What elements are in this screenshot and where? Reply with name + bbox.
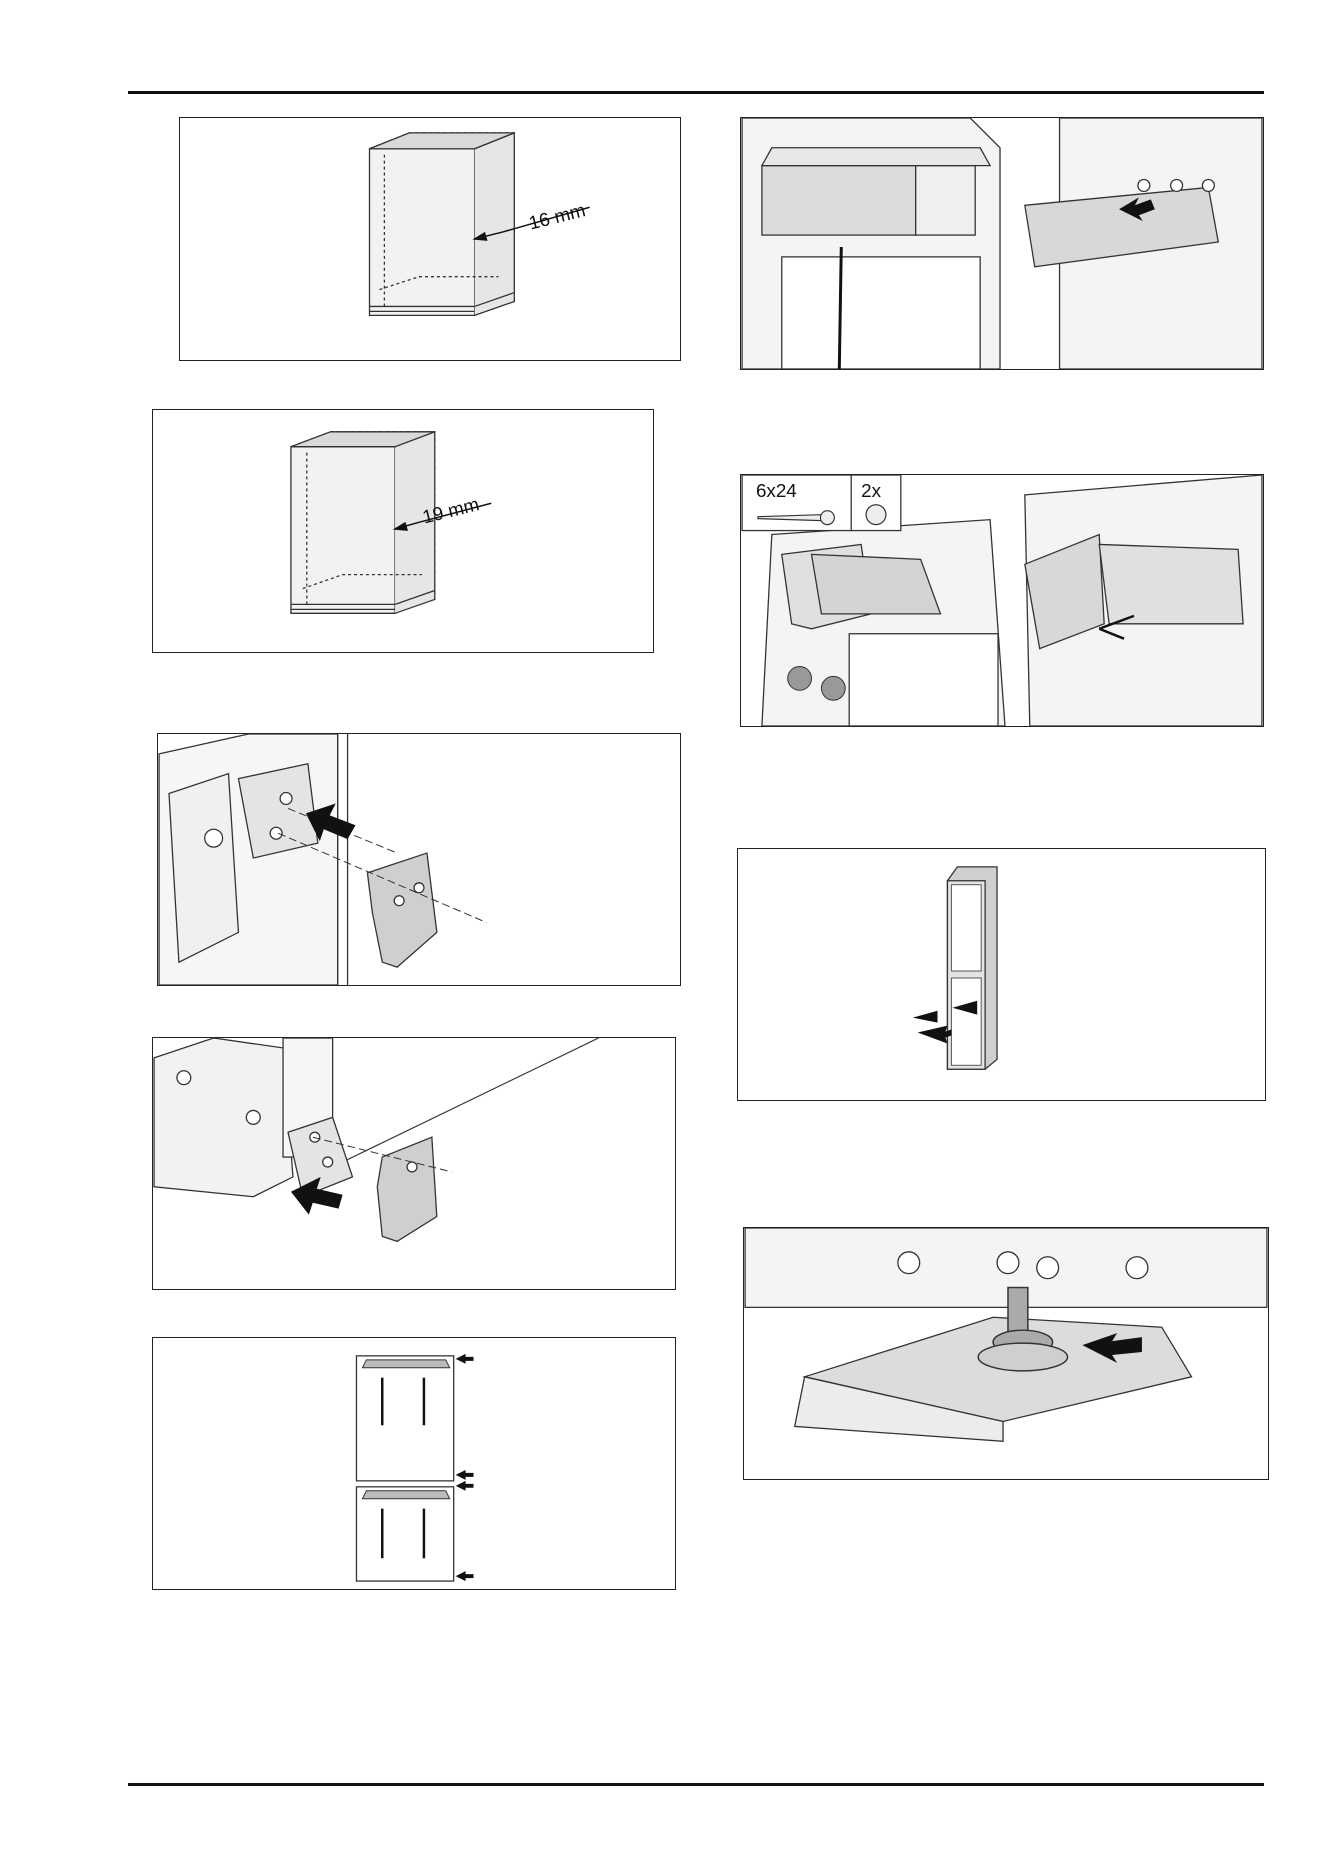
screw-size-label: 6x24 <box>756 480 797 501</box>
figure-hinge-cover-top <box>157 733 681 986</box>
figure-cabinet-16mm: 16 mm <box>179 117 681 361</box>
figure-cabinet-19mm: 19 mm <box>152 409 654 653</box>
figure-appliance-insertion <box>737 848 1266 1101</box>
figure-top-cover-removal <box>740 117 1264 370</box>
screw-quantity-label: 2x <box>861 480 881 501</box>
dimension-label-16mm: 16 mm <box>527 199 588 233</box>
top-rule <box>128 91 1264 94</box>
figure-screw-fixing: 6x24 2x <box>740 474 1264 727</box>
bottom-rule <box>128 1783 1264 1786</box>
figure-door-alignment-marks <box>152 1337 676 1590</box>
figure-hinge-cover-bottom <box>152 1037 676 1290</box>
figure-leveling-foot <box>743 1227 1269 1480</box>
